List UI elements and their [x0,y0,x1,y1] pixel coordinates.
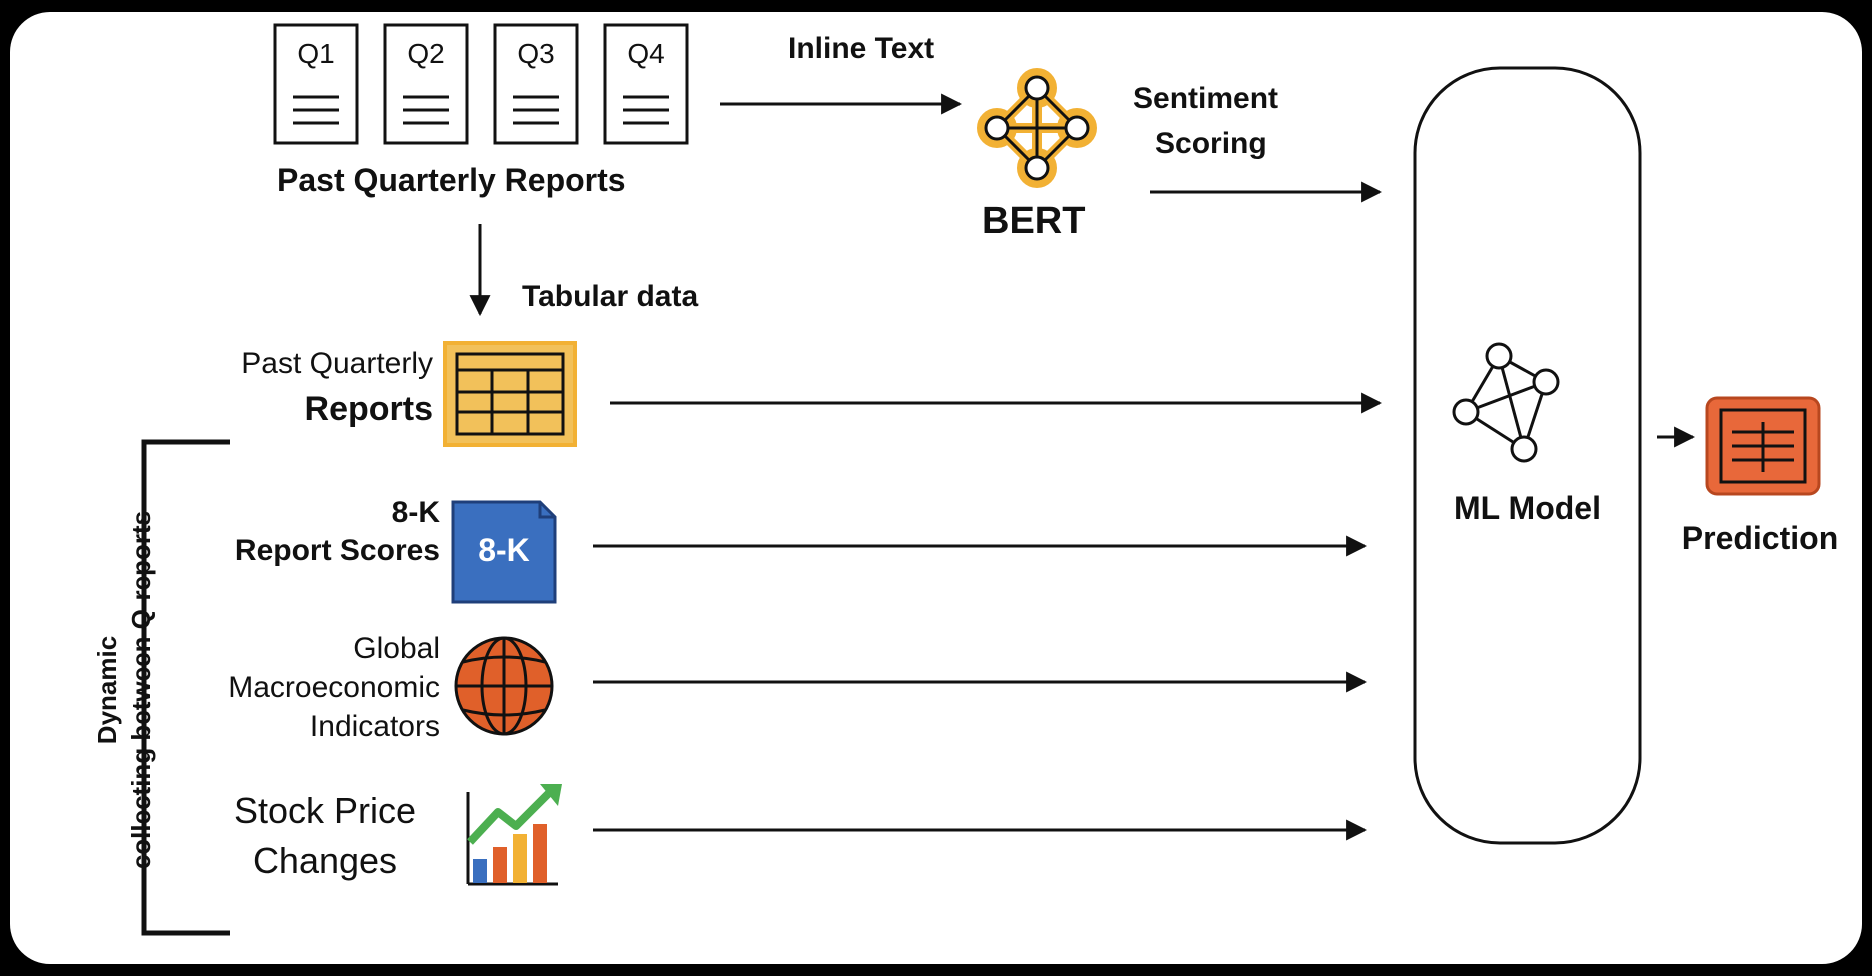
reports-label: Reports [304,390,433,428]
8k-document-icon [451,500,557,604]
inline-text-label: Inline Text [788,32,935,65]
8k-badge-text: 8-K [478,532,530,568]
stock-price-label: Stock Price [233,790,417,831]
q4-label: Q4 [627,38,665,69]
prediction-label: Prediction [1681,520,1839,556]
q2-label: Q2 [407,38,445,69]
changes-label: Changes [252,840,398,881]
neural-network-icon [1452,342,1560,463]
scoring-label: Scoring [1155,127,1267,160]
8k-label: 8-K [391,496,440,529]
stock-chart-icon [466,784,562,886]
collecting-label: collecting between Q-reports [126,510,156,870]
macroeconomic-label: Macroeconomic [228,671,440,704]
tabular-data-label: Tabular data [522,280,699,313]
dynamic-collecting-label: Dynamic collecting between Q-reports [90,480,166,900]
indicators-label: Indicators [309,710,440,743]
prediction-icon [1705,396,1821,496]
table-icon [443,341,577,447]
sentiment-label: Sentiment [1133,82,1279,115]
q1-label: Q1 [297,38,335,69]
past-quarterly-reports-label: Past Quarterly Reports [277,162,626,198]
q3-label: Q3 [517,38,555,69]
global-label: Global [353,632,440,665]
diagram-graphics [141,23,1821,936]
diagram-panel: Q1 Q2 Q3 Q4 Past Quarterly Reports Inlin… [10,12,1862,964]
dynamic-bracket [141,439,230,936]
q3-document-icon [493,23,579,145]
q4-document-icon [603,23,689,145]
bert-icon-lines [984,75,1090,181]
q1-document-icon [273,23,359,145]
globe-icon [454,636,554,736]
dynamic-label: Dynamic [92,635,122,745]
past-quarterly-label: Past Quarterly [241,347,433,380]
bert-label: BERT [982,200,1086,242]
q2-document-icon [383,23,469,145]
report-scores-label: Report Scores [234,534,440,567]
ml-model-label: ML Model [1454,490,1601,526]
